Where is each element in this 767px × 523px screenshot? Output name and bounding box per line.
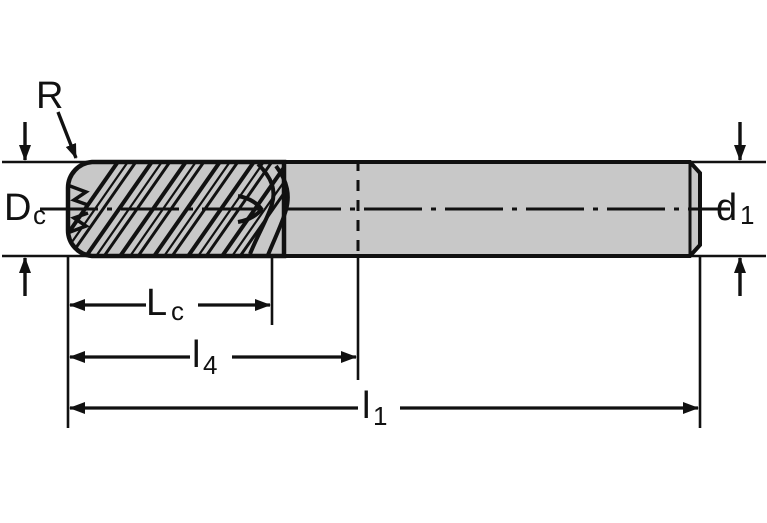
dimension-dc: D c — [4, 122, 46, 296]
r-label: R — [36, 75, 63, 117]
flute-runout — [237, 162, 290, 256]
r-leader-arrow — [56, 111, 78, 159]
lc-label: L — [146, 282, 167, 324]
dimension-l1: l 1 — [69, 385, 699, 431]
extension-lines — [2, 160, 766, 428]
dc-label-subscript: c — [33, 200, 46, 230]
dimension-l4: l 4 — [69, 334, 357, 380]
end-face-cutting-edges — [69, 184, 90, 234]
d1-label: d — [716, 187, 737, 229]
dimension-r: R — [36, 75, 78, 159]
l4-label-subscript: 4 — [203, 350, 217, 380]
dimension-d1: d 1 — [716, 122, 754, 296]
l1-label: l — [362, 385, 370, 427]
d1-label-subscript: 1 — [740, 200, 754, 230]
dimension-lc: L c — [69, 282, 271, 326]
dc-label: D — [4, 187, 31, 229]
lc-label-subscript: c — [171, 296, 184, 326]
l1-label-subscript: 1 — [373, 401, 387, 431]
l4-label: l — [192, 334, 200, 376]
